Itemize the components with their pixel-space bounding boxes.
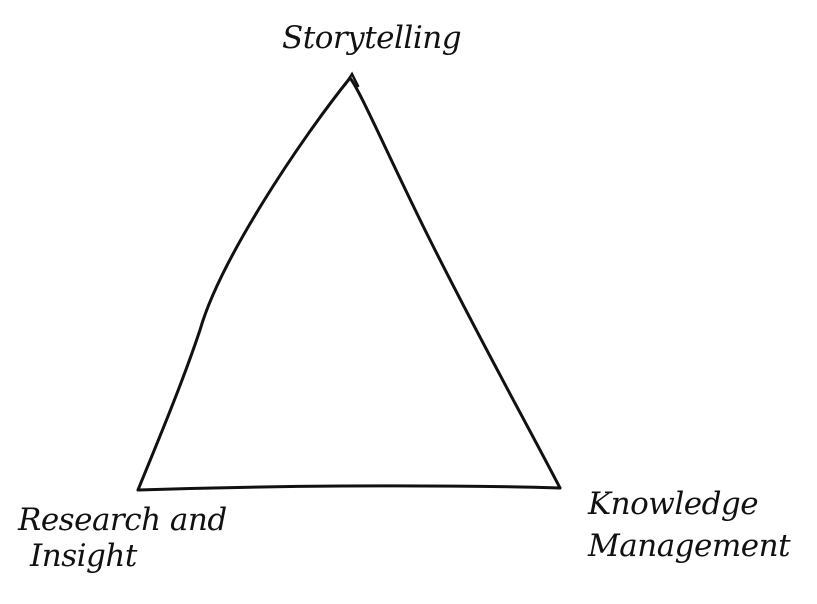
label-research-and-insight-line2: Insight <box>29 538 138 574</box>
label-storytelling: Storytelling <box>282 20 461 56</box>
label-knowledge-management-line1: Knowledge <box>587 486 758 522</box>
label-research-and-insight-line1: Research and <box>17 502 227 538</box>
triangle-left-edge <box>136 76 352 492</box>
triangle-apex-stroke <box>343 71 360 88</box>
label-knowledge-management-line2: Management <box>587 528 791 564</box>
triangle-base-edge <box>136 484 562 492</box>
triangle-right-edge <box>348 76 562 490</box>
